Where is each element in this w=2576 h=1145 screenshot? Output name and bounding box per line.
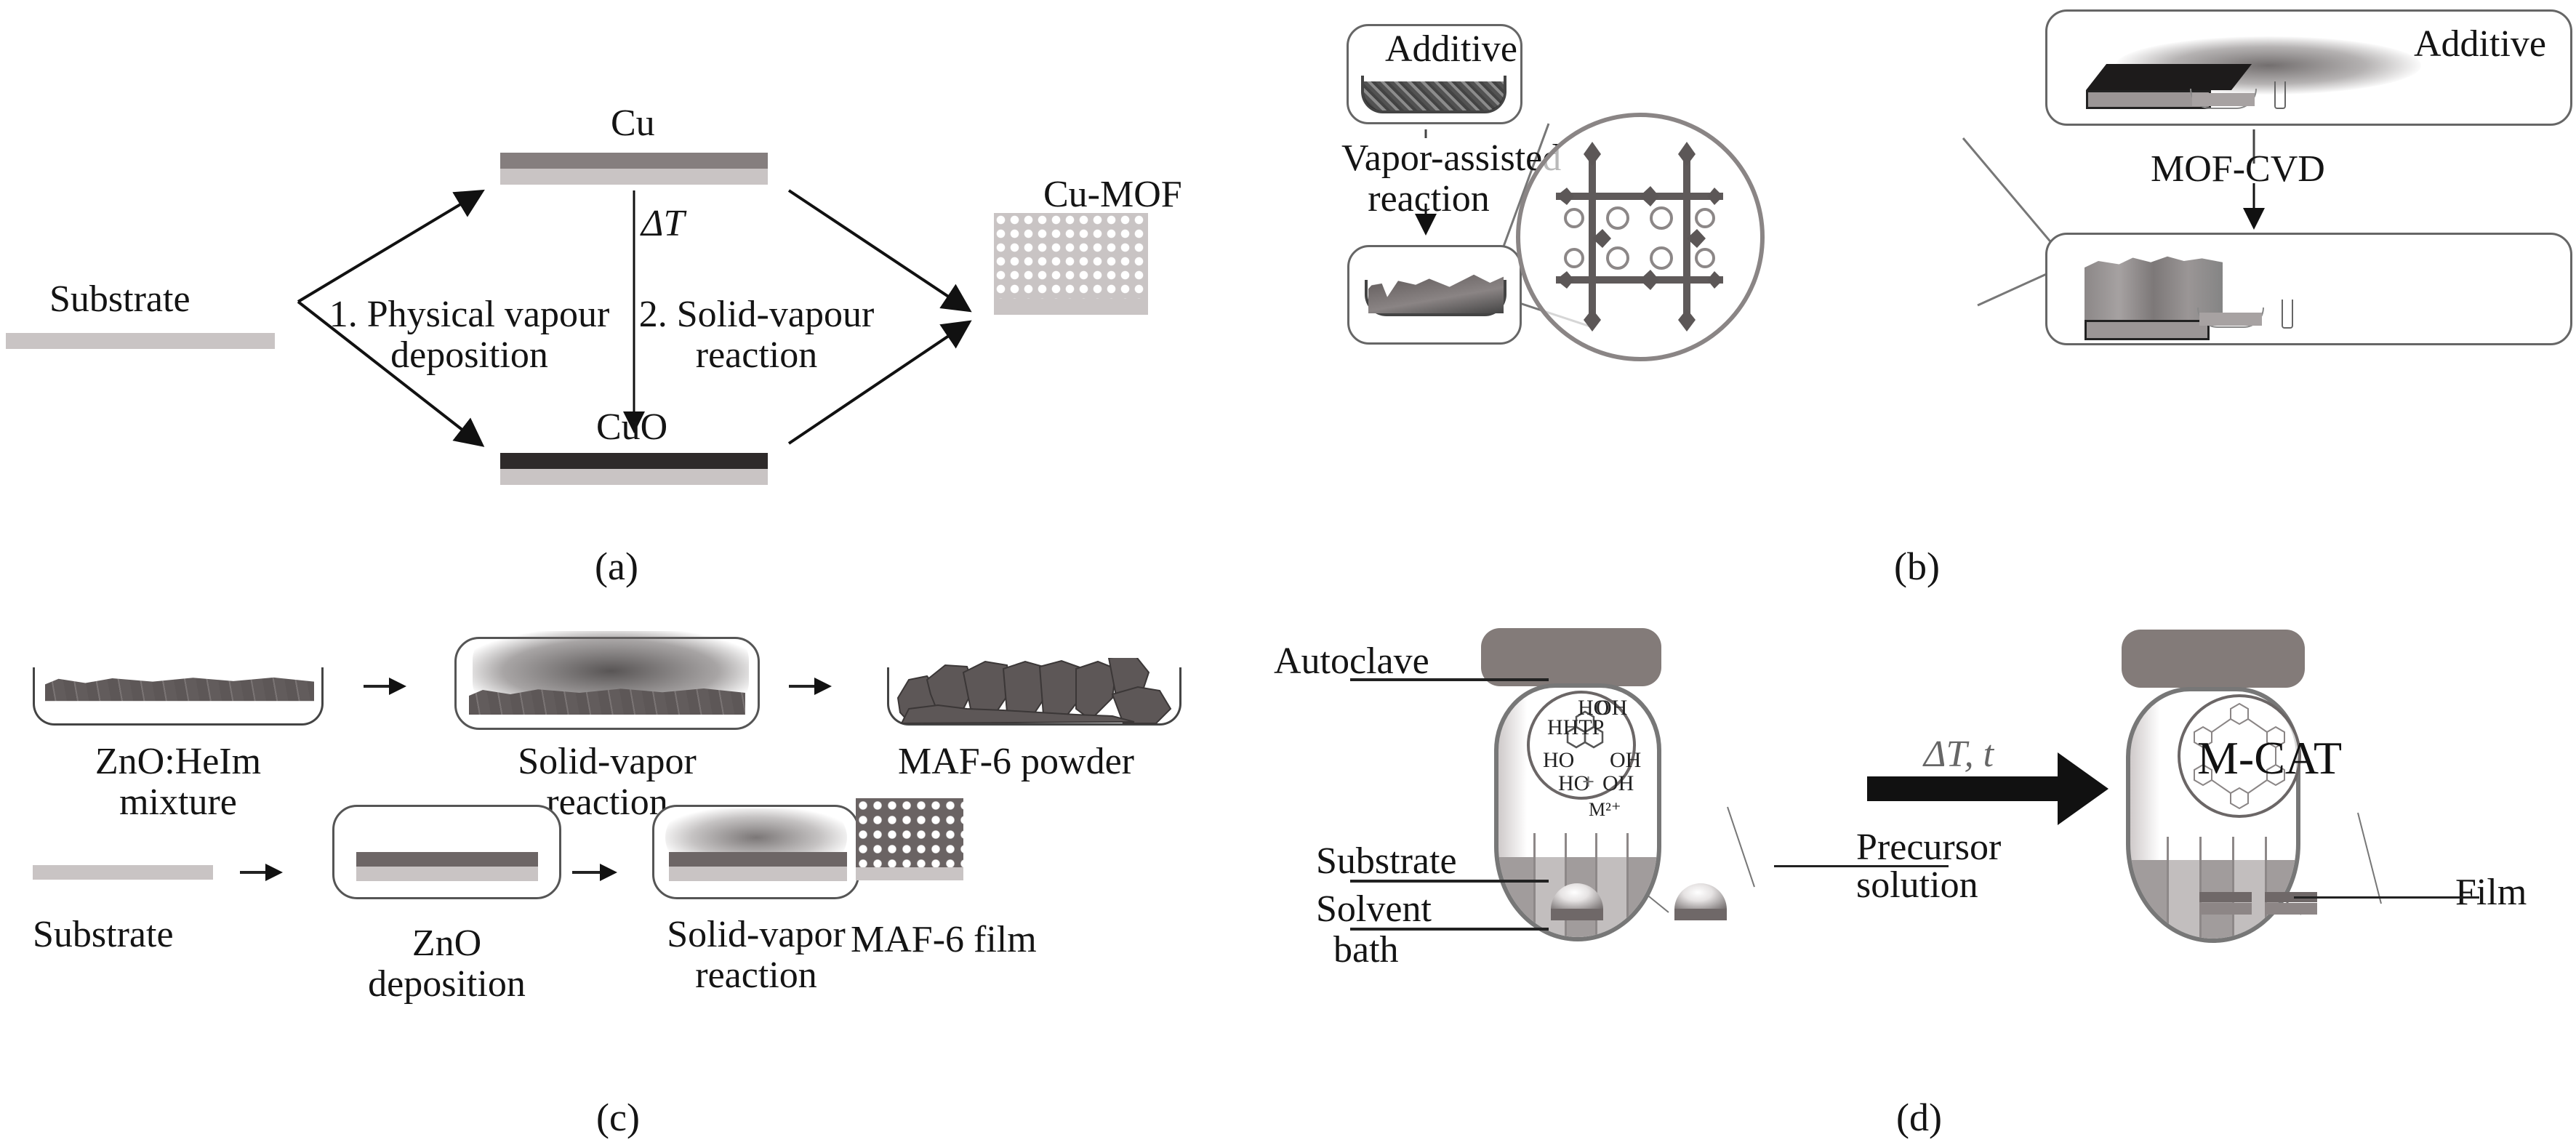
label-heat-time: ΔT, t xyxy=(1924,734,1994,775)
additive-vial-right xyxy=(2274,81,2286,109)
arrow-substrate-to-cu xyxy=(297,189,485,303)
leader-substrate xyxy=(1350,880,1549,883)
zoom-line-precursor-1 xyxy=(1727,806,1755,888)
mcat-zoom-circle xyxy=(2178,694,2301,818)
substrate-block-top xyxy=(2086,64,2252,90)
arrow-heat-time xyxy=(1867,752,2108,825)
label-additive-right: Additive xyxy=(2414,23,2546,65)
label-substrate-c: Substrate xyxy=(33,914,174,955)
arrow-cu-to-mof xyxy=(787,189,972,313)
cu-substrate-bar xyxy=(500,169,768,185)
zoom-line-right-1 xyxy=(1962,137,2063,255)
zno-substrate-bar xyxy=(356,867,538,881)
dish-zno-heim xyxy=(33,667,324,726)
label-zno-deposition: ZnO deposition xyxy=(368,923,526,1005)
panel-label-d: (d) xyxy=(1896,1096,1942,1139)
label-film: Film xyxy=(2455,872,2527,913)
powder-right xyxy=(2192,93,2255,106)
label-solid-vapor-reaction-1: Solid-vapor reaction xyxy=(518,741,697,823)
maf6-film-substrate xyxy=(856,867,963,880)
autoclave-lid-right xyxy=(2122,630,2305,688)
mcat-framework-icon xyxy=(2194,702,2285,810)
substrate-slab-left-2 xyxy=(1674,909,1727,920)
panel-label-a: (a) xyxy=(595,545,638,588)
label-cu-mof: Cu-MOF xyxy=(1043,174,1182,215)
autoclave-lid-left xyxy=(1481,628,1661,686)
label-m-cat: M-CAT xyxy=(2197,732,2343,784)
cu-mof-lattice xyxy=(994,213,1148,299)
leader-film xyxy=(2294,896,2479,899)
film-slab-2 xyxy=(2265,892,2317,902)
crystal-dish-left xyxy=(1365,280,1506,316)
hhtp-molecule-icon xyxy=(1566,710,1604,749)
powder-right-after xyxy=(2199,313,2262,326)
label-solid-vapor-reaction-2: Solid-vapor reaction xyxy=(667,914,846,996)
mof-framework-icon xyxy=(1556,142,1723,332)
substrate-slab-right-2 xyxy=(2265,903,2317,915)
panel-label-b: (b) xyxy=(1894,545,1940,588)
chem-oh-1: OH xyxy=(1596,696,1628,720)
panel-label-c: (c) xyxy=(596,1096,640,1139)
chem-ho-3: HO xyxy=(1558,771,1590,795)
arrow-substrate-to-cuo xyxy=(297,300,485,447)
maf6-film-lattice xyxy=(856,798,963,867)
label-cuo: CuO xyxy=(596,406,668,448)
support-left-1 xyxy=(1533,833,1567,937)
cu-mof-substrate-bar xyxy=(994,299,1148,315)
label-solvent-bath: Solvent bath xyxy=(1316,888,1432,971)
support-right-2 xyxy=(2232,837,2267,939)
empty-vial-right xyxy=(2282,300,2293,329)
label-maf6-powder: MAF-6 powder xyxy=(898,741,1134,782)
substrate-bar-a xyxy=(6,333,275,349)
label-step1: 1. Physical vapour deposition xyxy=(329,294,610,376)
label-zno-heim-mixture: ZnO:HeIm mixture xyxy=(95,741,262,823)
label-delta-t-a: ΔT xyxy=(641,203,685,244)
arrow-cuo-to-mof xyxy=(787,320,972,445)
leader-precursor xyxy=(1774,865,1949,867)
cuo-layer-bar xyxy=(500,453,768,469)
leader-solvent-bath xyxy=(1350,928,1549,931)
cuo-substrate-bar xyxy=(500,469,768,485)
powder-left xyxy=(1364,81,1504,111)
substrate-slab-right-1 xyxy=(2199,903,2252,915)
label-vapor-assisted: Vapor-assisted reaction xyxy=(1341,137,1562,220)
support-left-2 xyxy=(1595,833,1629,937)
chem-hhtp: HHTP xyxy=(1547,715,1605,739)
label-maf6-film: MAF-6 film xyxy=(851,919,1037,960)
zno-substrate-bar-2 xyxy=(669,867,847,881)
substrate-block-bottom xyxy=(2085,320,2210,340)
chem-oh-3: OH xyxy=(1602,771,1634,795)
label-autoclave: Autoclave xyxy=(1274,640,1429,682)
label-additive-left: Additive xyxy=(1385,28,1517,70)
label-mof-cvd: MOF-CVD xyxy=(2151,148,2325,190)
label-substrate-d: Substrate xyxy=(1316,840,1457,882)
substrate-slab-left-1 xyxy=(1551,909,1603,920)
film-slab-1 xyxy=(2199,892,2252,902)
chem-plus: + xyxy=(1582,770,1595,794)
label-substrate-a: Substrate xyxy=(49,278,190,320)
chem-ho-1: HO xyxy=(1578,696,1610,720)
maf6-powder-particles xyxy=(896,658,1172,725)
powder-dish-left xyxy=(1361,76,1506,113)
zno-layer-bar xyxy=(356,852,538,867)
label-precursor-solution: Precursor solution xyxy=(1856,827,2002,906)
dish-maf6-powder xyxy=(887,667,1181,726)
chem-oh-2: OH xyxy=(1610,748,1642,772)
chem-metal-ion: M²⁺ xyxy=(1589,799,1621,820)
cu-layer-bar xyxy=(500,153,768,169)
mof-structure-zoom xyxy=(1516,113,1765,361)
zoom-line-right-2 xyxy=(1977,268,2058,307)
leader-autoclave xyxy=(1350,678,1549,681)
zno-layer-bar-2 xyxy=(669,852,847,867)
chem-ho-2: HO xyxy=(1543,748,1575,772)
support-right-1 xyxy=(2167,837,2202,939)
substrate-bar-c xyxy=(33,865,213,880)
label-step2: 2. Solid-vapour reaction xyxy=(638,294,875,376)
label-cu: Cu xyxy=(611,103,655,144)
zoom-line-film-1 xyxy=(2357,812,2382,904)
